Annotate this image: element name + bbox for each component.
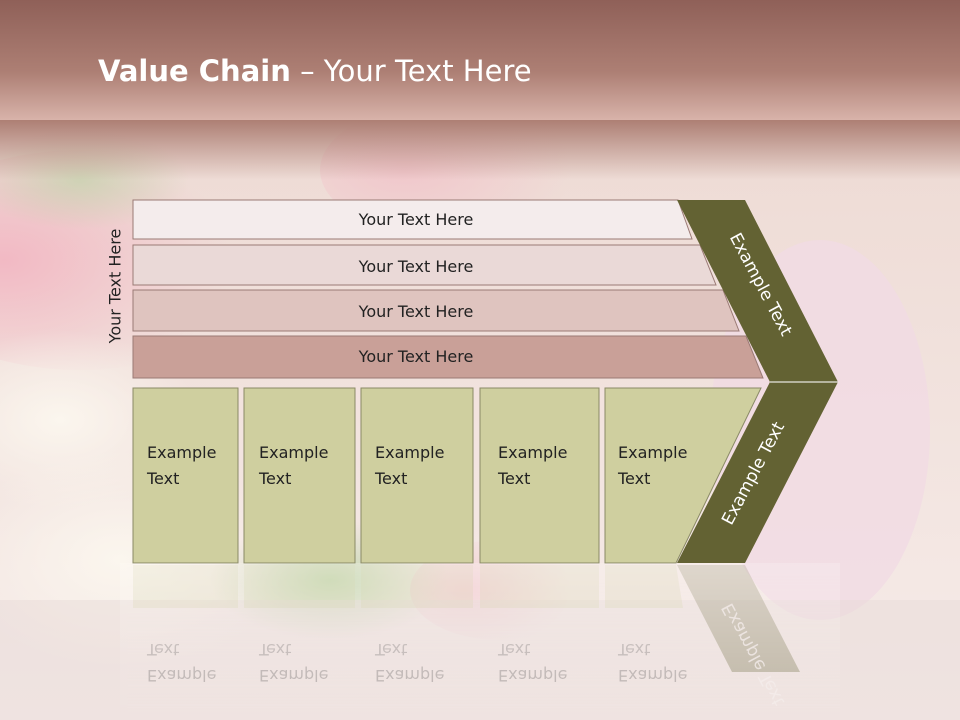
support-row[interactable]: Your Text Here (132, 199, 693, 240)
support-row-shape (132, 244, 717, 286)
primary-box-line1: Example (147, 443, 216, 462)
primary-box-line2: Text (617, 469, 650, 488)
diagram-reflection: Example Text Example Text Example Text E… (120, 563, 840, 720)
primary-box[interactable]: Example Text (132, 387, 239, 564)
primary-box[interactable]: Example Text (243, 387, 356, 564)
primary-box[interactable]: Example Text (360, 387, 474, 564)
primary-box-line1: Example (375, 443, 444, 462)
support-row-shape (132, 199, 693, 240)
support-row-shape (132, 335, 764, 379)
title-rest: – Your Text Here (290, 54, 532, 88)
support-row[interactable]: Your Text Here (132, 289, 740, 332)
slide-title: Value Chain – Your Text Here (98, 54, 532, 88)
support-row[interactable]: Your Text Here (132, 335, 764, 379)
primary-boxes: Example Text Example Text Example Text E… (132, 387, 762, 564)
primary-box-line1: Example (259, 443, 328, 462)
primary-box-shape (243, 387, 356, 564)
title-bold: Value Chain (98, 54, 291, 88)
support-rows: Your Text Here Your Text Here Your Text … (132, 199, 764, 379)
primary-box-shape (132, 387, 239, 564)
support-row-label: Your Text Here (358, 347, 474, 366)
support-row[interactable]: Your Text Here (132, 244, 717, 286)
primary-box-line2: Text (258, 469, 291, 488)
support-row-shape (132, 289, 740, 332)
primary-box-line2: Text (146, 469, 179, 488)
primary-box-line1: Example (618, 443, 687, 462)
primary-box[interactable]: Example Text (604, 387, 762, 564)
primary-box-line1: Example (498, 443, 567, 462)
primary-box-line2: Text (497, 469, 530, 488)
support-row-label: Your Text Here (358, 257, 474, 276)
primary-box-shape (360, 387, 474, 564)
primary-box-shape (479, 387, 600, 564)
support-row-label: Your Text Here (358, 302, 474, 321)
primary-box[interactable]: Example Text (479, 387, 600, 564)
support-row-label: Your Text Here (358, 210, 474, 229)
primary-box-line2: Text (374, 469, 407, 488)
